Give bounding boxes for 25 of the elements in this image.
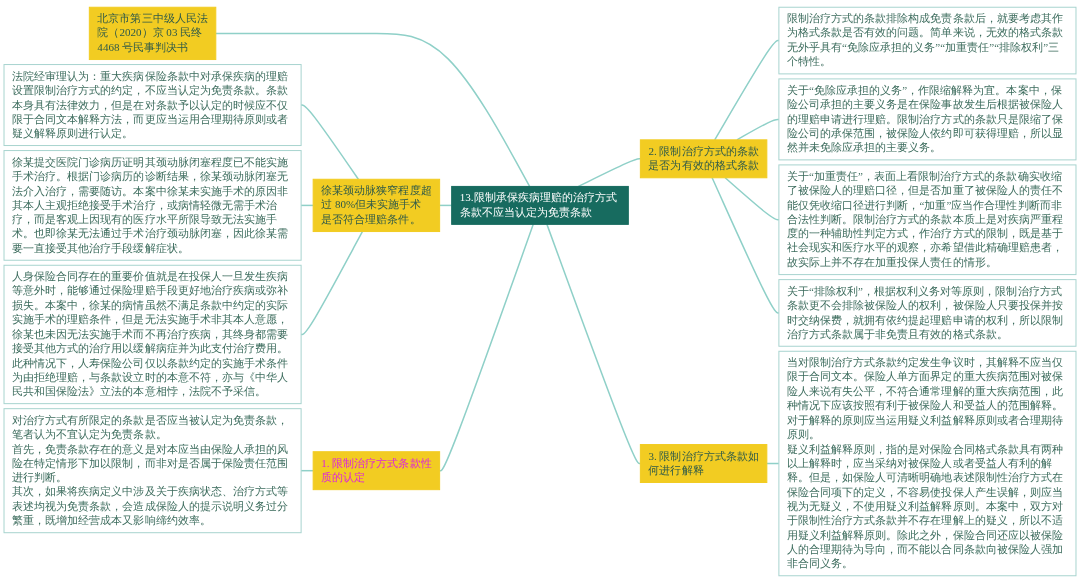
node-box: 限制治疗方式的条款排除构成免责条款后，就要考虑其作为格式条款是否有效的问题。简单来说，无效的格式条款无外乎具有“免除应承担的义务”“加重责任”“排除权利”三个特性。 (778, 6, 1077, 75)
node-box: 对治疗方式有所限定的条款是否应当被认定为免责条款，笔者认为不宜认定为免责条款。 首先，免责条款存在的意义是对本应当由保险人承担的风险在特定情形下加以限制，而非对是否属于保险责任范围进行判断。 其次，如果将疾病定义中涉及关于疾病状态、治疗方式等表述均视为免责条款，会造成保险人的提示说明义务过分繁重，既增加经营成本又影响缔约效率。 (3, 408, 302, 534)
connector (300, 230, 364, 336)
node-box: 北京市第三中级人民法院（2020）京 03 民终 4468 号民事判决书 (88, 6, 217, 61)
connector (736, 118, 780, 141)
connector (713, 39, 780, 141)
node-box: 徐某提交医院门诊病历证明其颈动脉闭塞程度已不能实施手术治疗。根据门诊病历的诊断结果，徐某颈动脉闭塞无法介入治疗，需要随访。本案中徐某未实施手术的原因非其本人主观拒绝接受手术治疗，或病情轻微无需手术治疗，而是客观上因现有的医疗水平所限导致无法实施手术。也即徐某无法通过手术治疗颈动脉闭塞，因此徐某需要一直接受其他治疗手段缓解症状。 (3, 150, 302, 261)
connector (546, 223, 642, 465)
connector (711, 177, 780, 314)
connector (724, 177, 780, 221)
node-box: 徐某颈动脉狭窄程度超过 80%但未实施手术是否符合理赔条件。 (312, 178, 441, 233)
node-box: 法院经审理认为：重大疾病保险条款中对承保疾病的理赔设置限制治疗方式的约定，不应当认定为免责条款。条款本身具有法律效力，但是在对条款予以认定的时候应不仅限于合同文本解释方法，而更应当运用合理期待原则或者疑义解释原则进行认定。 (3, 64, 302, 147)
node-box: 1. 限制治疗方式条款性质的认定 (312, 451, 441, 491)
connector (438, 223, 534, 472)
node-box: 2. 限制治疗方式的条款是否为有效的格式条款 (639, 139, 768, 179)
connector (577, 158, 642, 188)
node-box: 3. 限制治疗方式条款如何进行解释 (639, 444, 768, 483)
node-box: 13.限制承保疾病理赔的治疗方式条款不应当认定为免责条款 (451, 185, 629, 225)
connector (300, 104, 360, 180)
node-box: 关于“加重责任”，表面上看限制治疗方式的条款确实收缩了被保险人的理赔口径，但是否加重了被保险人的责任不能仅凭收缩口径进行判断，“加重”应当作合理性判断而非合法性判断。限制治疗方式的条款本质上是对疾病严重程度的一种辅助性判定方式，作治疗方式的限制，既是基于社会现实和医疗水平的观察，亦希望借此精确理赔患者，故实际上并不存在加重投保人责任的情形。 (778, 164, 1077, 276)
node-box: 关于“排除权利”，根据权利义务对等原则，限制治疗方式条款更不会排除被保险人的权利，被保险人只要投保并按时交纳保费，就拥有依约提起理赔申请的权利，所以限制治疗方式条款属于非免责且有效的格式条款。 (778, 279, 1077, 347)
node-box: 当对限制治疗方式条款约定发生争议时，其解释不应当仅限于合同文本。保险人单方面界定的重大疾病范围对被保险人来说有失公平，不符合通常理解的重大疾病范围，此种情况下应该按照有利于被保险人和受益人的范围解释。对于解释的原则应当运用疑义利益解释原则或者合理期待原则。 疑义利益解释原则，指的是对保险合同格式条款具有两种以上解释时，应当采纳对被保险人或者受益人有利的解释。但是，如保险人可清晰明确地表述限制性治疗方式在保险合同项下的定义，不容易使投保人产生误解，则应当视为无疑义，不使用疑义利益解释原则。本案中，双方对于限制性治疗方式条款并不存在理解上的疑义，所以不适用疑义利益解释原则。除此之外，保险合同还应以被保险人的合理期待为导向，而不能以合同条款向被保险人强加非合同义务。 (778, 350, 1077, 577)
connector (215, 32, 531, 188)
node-box: 人身保险合同存在的重要价值就是在投保人一旦发生疾病等意外时，能够通过保险理赔手段更好地治疗疾病或弥补损失。本案中，徐某的病情虽然不满足条款中约定的实际实施手术的理赔条件，但是无法实施手术非其本人意愿，徐某也未因无法实施手术而不再治疗疾病，其终身都需要接受其他方式的治疗用以缓解病症并为此支付治疗费用。此种情况下，人寿保险公司仅以条款约定的实施手术条件为由拒绝理赔，与条款设立时的本意不符，亦与《中华人民共和国保险法》立法的本意相悖，法院不予采信。 (3, 264, 302, 405)
node-box: 关于“免除应承担的义务”，作限缩解释为宜。本案中，保险公司承担的主要义务是在保险事故发生后根据被保险人的理赔申请进行理赔。限制治疗方式的条款只是限缩了保险公司的承保范围，被保险人依约即可获得理赔，所以显然并未免除应承担的主要义务。 (778, 78, 1077, 161)
